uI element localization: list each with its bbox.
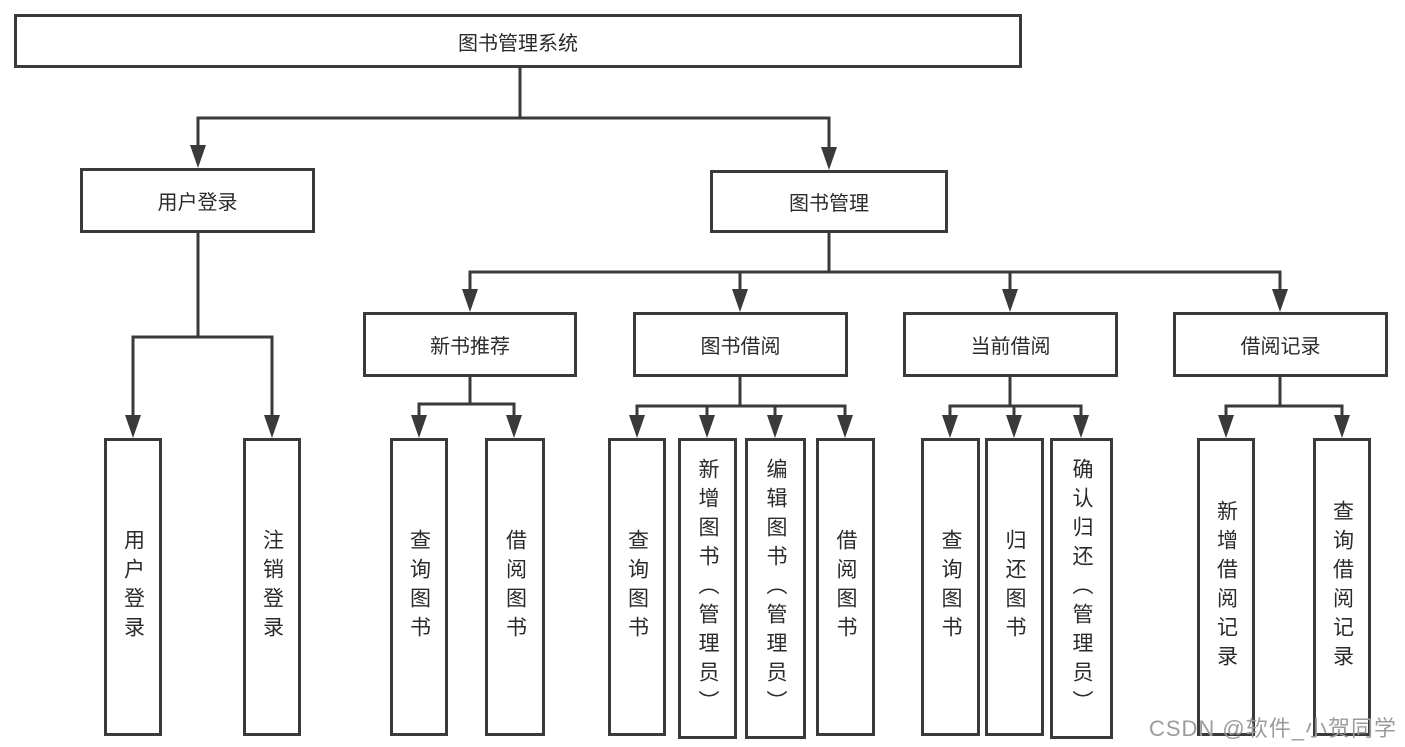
node-label: 借阅图书: [503, 529, 527, 645]
node-label: 用户登录: [157, 192, 238, 214]
leaf-query-books-current: 查询图书: [921, 438, 980, 736]
arrowhead-icon: [125, 145, 1350, 438]
node-label: 借阅图书: [834, 529, 857, 645]
leaf-return-books: 归还图书: [985, 438, 1044, 736]
leaf-query-books-recommend: 查询图书: [390, 438, 448, 736]
node-label: 图书管理系统: [458, 32, 578, 55]
leaf-add-borrow-record: 新增借阅记录: [1197, 438, 1255, 736]
node-label: 查询借阅记录: [1330, 500, 1354, 674]
leaf-query-books-borrow: 查询图书: [608, 438, 666, 736]
node-label: 归还图书: [1003, 529, 1026, 645]
node-label: 确认归还（管理员）: [1070, 458, 1093, 719]
node-book-management: 图书管理: [710, 170, 948, 233]
node-borrowing-records: 借阅记录: [1173, 312, 1388, 377]
node-user-login: 用户登录: [80, 168, 315, 233]
node-label: 新增借阅记录: [1214, 500, 1238, 674]
leaf-borrow-books: 借阅图书: [816, 438, 875, 736]
node-label: 编辑图书（管理员）: [764, 458, 787, 719]
leaf-add-book-admin: 新增图书（管理员）: [678, 438, 737, 739]
node-label: 查询图书: [939, 529, 962, 645]
node-label: 图书管理: [789, 193, 869, 215]
node-label: 查询图书: [625, 529, 649, 645]
node-label: 借阅记录: [1240, 336, 1321, 358]
node-label: 用户登录: [121, 529, 145, 645]
leaf-logout: 注销登录: [243, 438, 301, 736]
node-label: 注销登录: [260, 529, 284, 645]
node-label: 新增图书（管理员）: [696, 458, 719, 719]
node-label: 新书推荐: [430, 336, 510, 358]
leaf-borrow-books-recommend: 借阅图书: [485, 438, 545, 736]
leaf-confirm-return-admin: 确认归还（管理员）: [1050, 438, 1113, 739]
node-label: 当前借阅: [970, 336, 1051, 358]
node-library-system: 图书管理系统: [14, 14, 1022, 68]
node-current-borrowing: 当前借阅: [903, 312, 1118, 377]
leaf-edit-book-admin: 编辑图书（管理员）: [745, 438, 806, 739]
node-book-borrowing: 图书借阅: [633, 312, 848, 377]
node-label: 查询图书: [407, 529, 431, 645]
leaf-query-borrow-record: 查询借阅记录: [1313, 438, 1371, 736]
watermark: CSDN @软件_小贺同学: [1148, 716, 1397, 741]
leaf-user-login: 用户登录: [104, 438, 162, 736]
connector-wires: [131, 66, 1344, 420]
node-new-book-recommend: 新书推荐: [363, 312, 577, 377]
node-label: 图书借阅: [700, 336, 781, 358]
